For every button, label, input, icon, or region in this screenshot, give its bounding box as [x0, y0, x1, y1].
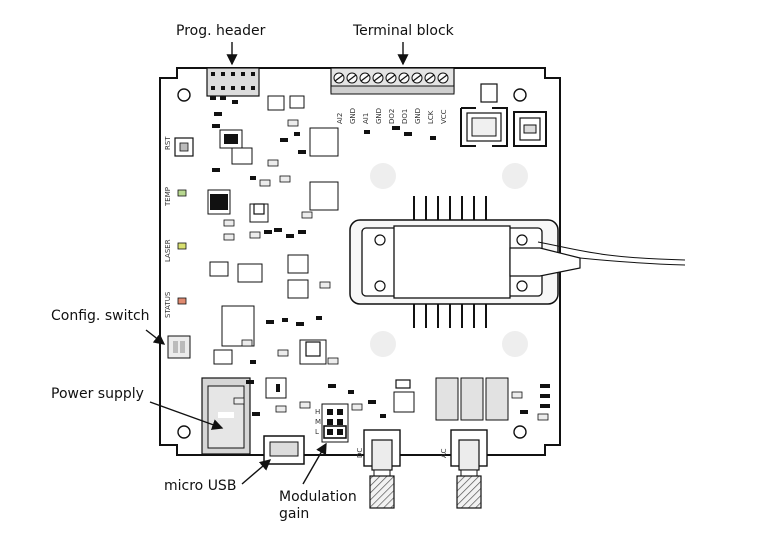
terminal-block-callout: Terminal block: [353, 23, 454, 39]
smd-components: [207, 95, 550, 421]
prog-header-callout: Prog. header: [176, 23, 266, 39]
status-label: STATUS: [164, 291, 172, 318]
pin-label: DO2: [388, 109, 396, 124]
rst-label: RST: [164, 136, 172, 150]
power-supply-callout: Power supply: [51, 386, 144, 402]
pin-label: AI2: [336, 113, 344, 124]
modulation-gain-jumper[interactable]: [321, 403, 349, 443]
mounting-hole: [177, 88, 191, 102]
inductor-footprint: [460, 83, 508, 147]
config-switch-arrow: [145, 329, 166, 345]
modulation-gain-line1: Modulation: [279, 489, 357, 505]
laser-module: [349, 196, 581, 328]
ac-label: AC: [440, 448, 448, 458]
modulation-gain-arrow: [302, 442, 327, 485]
gain-m-label: M: [315, 418, 321, 426]
pin-label: GND: [375, 108, 383, 124]
pin-label: VCC: [440, 109, 448, 124]
power-supply-arrow: [149, 401, 224, 430]
inductor-footprint: [513, 111, 547, 147]
pin-label: GND: [414, 108, 422, 124]
laser-label: LASER: [164, 239, 172, 262]
standoff-pad: [502, 163, 528, 189]
gain-h-label: H: [315, 408, 320, 416]
pin-label: GND: [349, 108, 357, 124]
config-switch[interactable]: [167, 335, 191, 359]
micro-usb-callout: micro USB: [164, 478, 237, 494]
status-led: [177, 297, 187, 305]
optical-fiber: [537, 241, 686, 266]
reset-button[interactable]: [174, 137, 194, 157]
mounting-hole: [177, 425, 191, 439]
mounting-hole: [513, 88, 527, 102]
micro-usb-connector: [263, 435, 305, 465]
sma-connector-dc: [363, 429, 401, 509]
pin-label: LCK: [427, 110, 435, 124]
micro-usb-arrow: [241, 459, 272, 485]
modulation-gain-line2: gain: [279, 506, 310, 522]
temp-label: TEMP: [164, 187, 172, 207]
laser-led: [177, 242, 187, 250]
callout-arrows: [145, 42, 409, 485]
gain-l-label: L: [315, 428, 319, 436]
power-jack: [201, 377, 251, 455]
pin-label: DO1: [401, 109, 409, 124]
config-switch-callout: Config. switch: [51, 308, 150, 324]
pin-label: AI1: [362, 113, 370, 124]
standoff-pad: [370, 163, 396, 189]
capacitor-pads: [435, 377, 509, 421]
dc-label: DC: [356, 448, 364, 458]
terminal-block: [330, 67, 455, 95]
sma-connector-ac: [450, 429, 488, 509]
temp-led: [177, 189, 187, 197]
pin-labels: AI2 GND AI1 GND DO2 DO1 GND LCK VCC: [336, 108, 448, 124]
standoff-pad: [370, 331, 396, 357]
mounting-hole: [513, 425, 527, 439]
prog-header: [206, 67, 260, 97]
standoff-pad: [502, 331, 528, 357]
modulation-gain-callout: Modulation gain: [279, 489, 357, 523]
